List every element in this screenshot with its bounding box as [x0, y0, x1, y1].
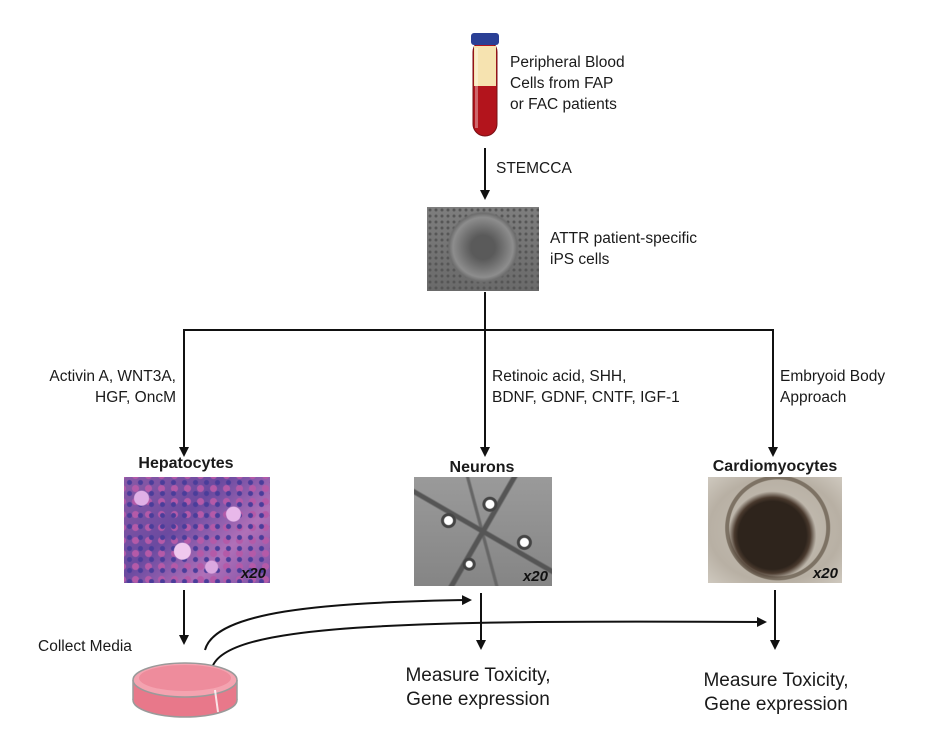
- hepatocytes-magnification: x20: [240, 565, 266, 582]
- hepatocytes-factors-line-2: HGF, OncM: [95, 389, 176, 406]
- collect-media-label: Collect Media: [38, 638, 132, 655]
- blood-tube-icon: [471, 33, 499, 137]
- source-label-line-3: or FAC patients: [510, 96, 617, 113]
- hepatocytes-factors: Activin A, WNT3A, HGF, OncM: [14, 366, 176, 408]
- hepatocytes-image: x20: [124, 477, 270, 583]
- ips-label: ATTR patient-specific iPS cells: [550, 228, 697, 270]
- cardiomyocytes-title: Cardiomyocytes: [712, 458, 838, 475]
- media-curve-to-neurons: [204, 595, 472, 651]
- source-label-line-1: Peripheral Blood: [510, 54, 625, 71]
- neurons-magnification: x20: [522, 568, 548, 585]
- neurons-image: x20: [414, 477, 552, 586]
- neurons-outcome-line-1: Measure Toxicity,: [405, 665, 551, 686]
- neurons-outcome-line-2: Gene expression: [406, 689, 550, 710]
- cardiomyocytes-outcome: Measure Toxicity, Gene expression: [676, 669, 876, 717]
- ips-label-line-1: ATTR patient-specific: [550, 230, 698, 247]
- cardiomyocytes-outcome-line-1: Measure Toxicity,: [703, 670, 849, 691]
- stemcca-label: STEMCCA: [496, 160, 572, 177]
- ips-label-line-2: iPS cells: [550, 251, 610, 268]
- neurons-factors-line-1: Retinoic acid, SHH,: [492, 368, 627, 385]
- neurons-factors-line-2: BDNF, GDNF, CNTF, IGF-1: [492, 389, 680, 406]
- cardiomyocytes-outcome-line-2: Gene expression: [704, 694, 848, 715]
- neurons-outcome: Measure Toxicity, Gene expression: [378, 664, 578, 712]
- cardiomyocytes-factors-line-1: Embryoid Body: [780, 368, 886, 385]
- source-label: Peripheral Blood Cells from FAP or FAC p…: [510, 52, 625, 115]
- source-label-line-2: Cells from FAP: [510, 75, 614, 92]
- cardiomyocytes-magnification: x20: [812, 565, 838, 582]
- neurons-title: Neurons: [449, 459, 515, 476]
- media-curve-to-cardiomyocytes: [211, 616, 767, 669]
- cardiomyocytes-image: x20: [708, 477, 842, 583]
- hepatocytes-title: Hepatocytes: [138, 455, 234, 472]
- petri-dish-icon: [132, 662, 238, 718]
- neurons-factors: Retinoic acid, SHH, BDNF, GDNF, CNTF, IG…: [492, 366, 680, 408]
- ips-cells-image: [427, 207, 539, 291]
- cardiomyocytes-factors-line-2: Approach: [780, 389, 847, 406]
- cardiomyocytes-factors: Embryoid Body Approach: [780, 366, 885, 408]
- hepatocytes-factors-line-1: Activin A, WNT3A,: [49, 368, 176, 385]
